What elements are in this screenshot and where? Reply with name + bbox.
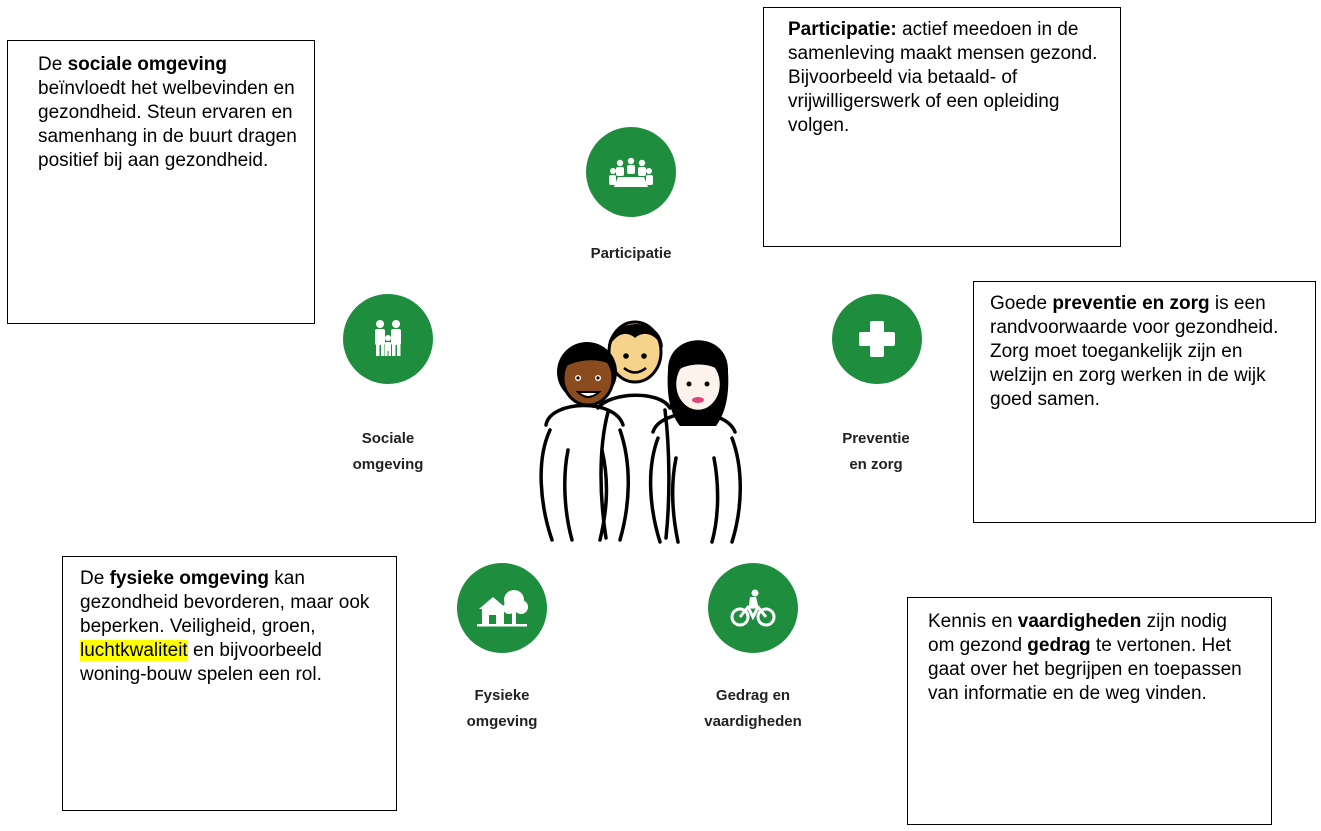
text: te vertonen. Het gaat over het begrijpen… [928, 635, 1242, 704]
bold-term: fysieke omgeving [109, 568, 270, 589]
label-line: omgeving [352, 456, 424, 473]
fysieke-omgeving-textbox: De fysieke omgeving kan gezondheid bevor… [62, 556, 397, 811]
label-line: Preventie [842, 430, 910, 447]
preventie-zorg-label: Preventie en zorg [818, 426, 934, 478]
text: De [38, 54, 68, 75]
text: actief meedoen in de samenleving maakt m… [788, 19, 1098, 136]
three-people-illustration [539, 320, 742, 544]
label-line: omgeving [466, 713, 538, 730]
highlighted-term: luchtkwaliteit [80, 640, 188, 661]
cyclist-icon [708, 563, 798, 653]
label-line: Participatie [590, 245, 672, 262]
text: kan gezondheid bevorderen, maar ook bepe… [80, 568, 370, 637]
preventie-zorg-textbox: Goede preventie en zorg is een randvoorw… [973, 281, 1316, 523]
bold-term: preventie en zorg [1052, 293, 1210, 314]
bold-term: Participatie: [788, 19, 897, 40]
sociale-omgeving-textbox: De sociale omgeving beïnvloedt het welbe… [7, 40, 315, 324]
bold-term: gedrag [1027, 635, 1091, 656]
label-line: Gedrag en [715, 687, 791, 704]
label-line: Fysieke [474, 687, 530, 704]
label-line: en zorg [849, 456, 903, 473]
bold-term: sociale omgeving [67, 54, 228, 75]
participatie-label: Participatie [566, 241, 696, 267]
text: Goede [990, 293, 1053, 314]
medical-cross-icon [832, 294, 922, 384]
gedrag-vaardigheden-label: Gedrag en vaardigheden [673, 683, 833, 735]
house-tree-icon [457, 563, 547, 653]
text: en bijvoorbeeld woning-bouw spelen een r… [80, 640, 322, 685]
text: De [80, 568, 110, 589]
participatie-textbox: Participatie: actief meedoen in de samen… [763, 7, 1121, 247]
sociale-omgeving-label: Sociale omgeving [330, 426, 446, 478]
text: Kennis en [928, 611, 1018, 632]
meeting-table-icon [586, 127, 676, 217]
label-line: Sociale [361, 430, 415, 447]
text: zijn nodig om gezond [928, 611, 1227, 656]
family-icon [343, 294, 433, 384]
text: beïnvloedt het welbevinden en gezondheid… [38, 78, 297, 171]
fysieke-omgeving-label: Fysieke omgeving [447, 683, 557, 735]
text: is een randvoorwaarde voor gezondheid. Z… [990, 293, 1279, 410]
bold-term: vaardigheden [1017, 611, 1142, 632]
vaardigheden-textbox: Kennis en vaardigheden zijn nodig om gez… [907, 597, 1272, 825]
label-line: vaardigheden [704, 713, 802, 730]
